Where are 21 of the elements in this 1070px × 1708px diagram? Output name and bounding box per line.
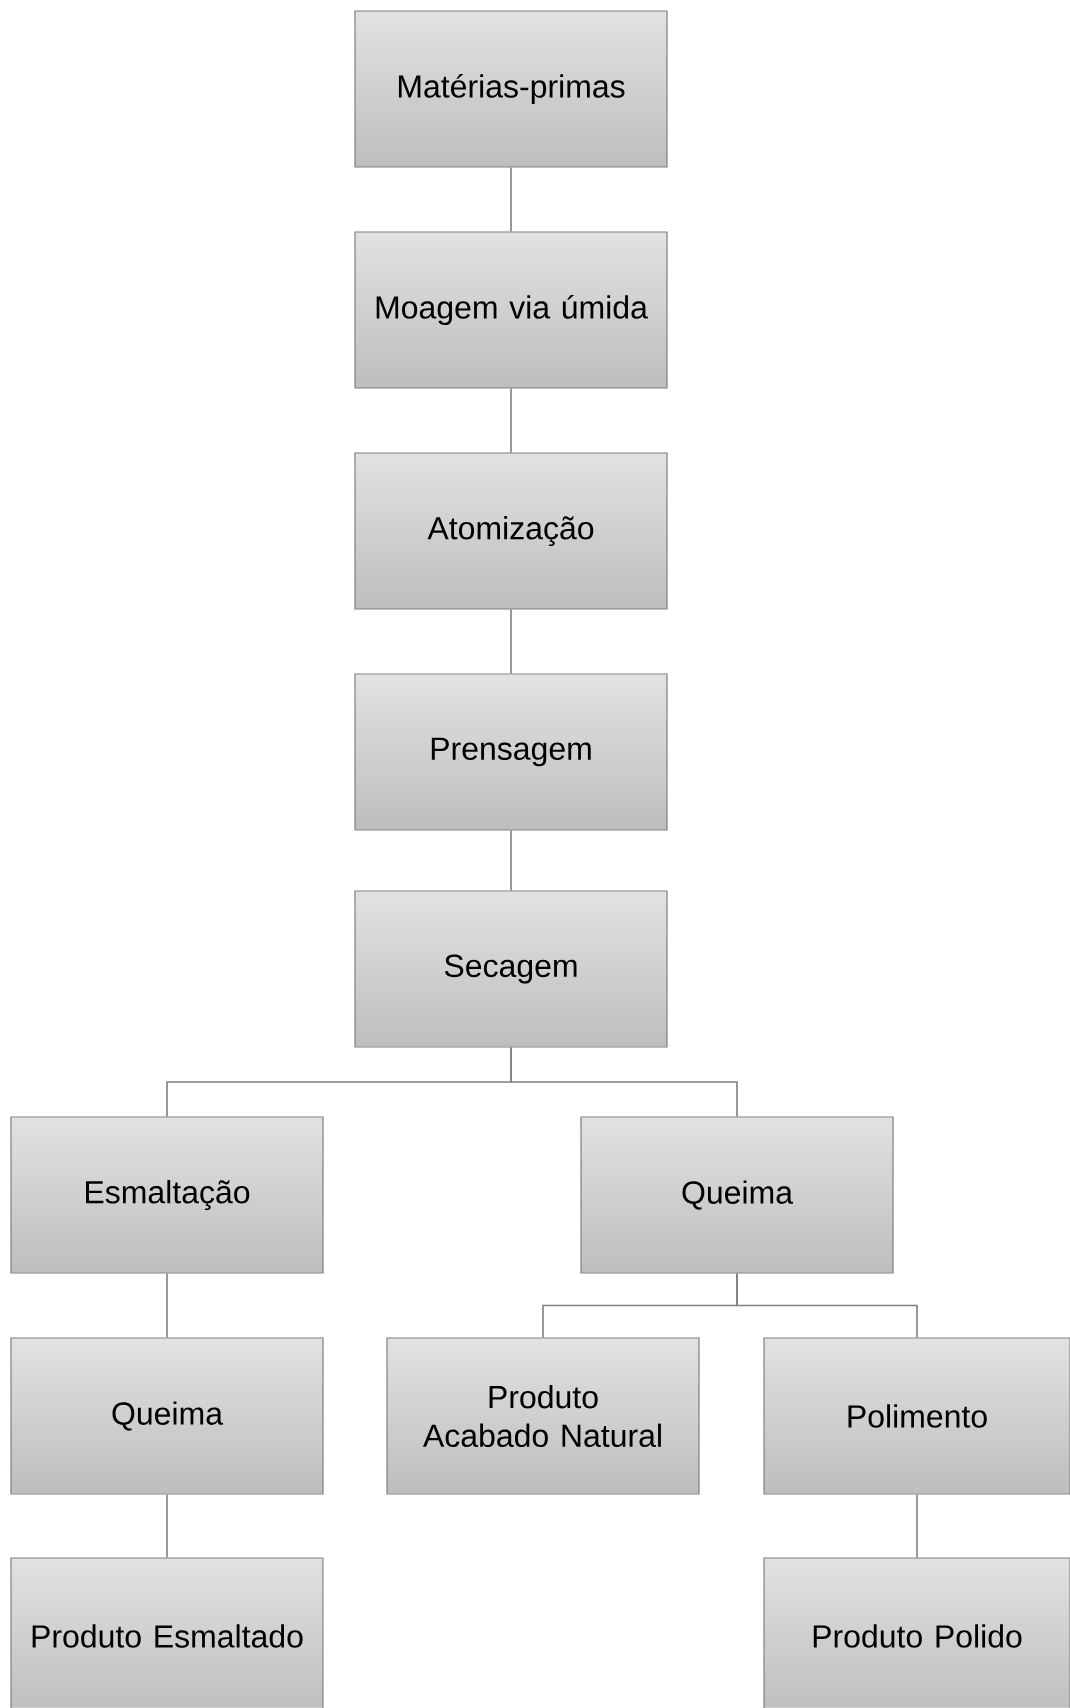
connector bbox=[510, 387, 512, 454]
process-box: Prensagem bbox=[354, 673, 668, 831]
process-box: Polimento bbox=[763, 1337, 1070, 1495]
process-box: Moagem via úmida bbox=[354, 231, 668, 389]
connector bbox=[166, 1493, 168, 1559]
connector bbox=[916, 1493, 918, 1559]
connector bbox=[166, 1272, 168, 1339]
process-box: Atomização bbox=[354, 452, 668, 610]
process-box: Queima bbox=[10, 1337, 324, 1495]
connector bbox=[736, 1272, 918, 1339]
connector bbox=[510, 1046, 738, 1118]
connector bbox=[510, 608, 512, 675]
process-box: Secagem bbox=[354, 890, 668, 1048]
process-box: Esmaltação bbox=[10, 1116, 324, 1274]
process-box: Produto Polido bbox=[763, 1557, 1070, 1708]
connector bbox=[510, 829, 512, 892]
connector bbox=[510, 166, 512, 233]
process-box: Produto Acabado Natural bbox=[386, 1337, 700, 1495]
process-box: Queima bbox=[580, 1116, 894, 1274]
process-box: Produto Esmaltado bbox=[10, 1557, 324, 1708]
process-box: Matérias-primas bbox=[354, 10, 668, 168]
